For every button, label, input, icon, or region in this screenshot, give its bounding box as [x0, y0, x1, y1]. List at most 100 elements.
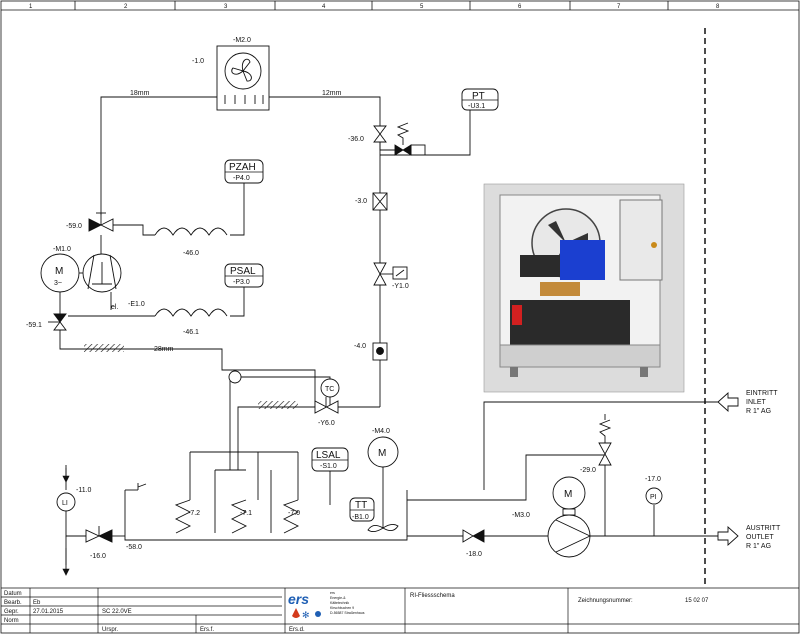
bypass-label: -29.0 — [580, 467, 596, 474]
column-number: 2 — [124, 4, 128, 10]
fan-label: -M2.0 — [233, 37, 251, 44]
pi-label: -17.0 — [645, 476, 661, 483]
gepr-label: Gepr. — [4, 609, 19, 615]
pzah-tag: PZAH — [229, 162, 256, 173]
tc-controller: TC — [320, 378, 340, 398]
sight-glass-label: -4.0 — [354, 343, 366, 350]
level-label: -11.0 — [76, 487, 92, 494]
expansion-valve — [314, 397, 339, 414]
drawing-title: RI-Fliessschema — [410, 593, 455, 599]
insulation-hatch — [84, 344, 124, 352]
solenoid-label: -Y1.0 — [392, 283, 409, 290]
bypass-valve — [598, 414, 612, 466]
company-line: Energie-& — [330, 596, 346, 600]
li-tag: LI — [62, 500, 68, 507]
psal-switch: PSAL -P3.0 — [224, 263, 264, 288]
ers-f-label: Ers.f. — [200, 627, 214, 633]
drawing-number-label: Zeichnungsnummer: — [578, 598, 633, 604]
psal-ref: -P3.0 — [233, 279, 250, 286]
gepr-value: 27.01.2015 — [33, 609, 64, 615]
column-numbers: 1 2 3 4 5 6 7 8 — [29, 4, 720, 10]
tank-label: -58.0 — [126, 544, 142, 551]
lsal-switch: LSAL -S1.0 — [311, 447, 349, 472]
filter-drier — [372, 192, 388, 211]
column-number: 7 — [617, 4, 621, 10]
hose-46-0 — [154, 227, 228, 236]
drawing-number-value: 15 02 07 — [685, 598, 709, 604]
valve-59-1 — [48, 313, 67, 331]
evaporator-72-label: -7.2 — [188, 510, 200, 517]
valve-59-0-label: -59.0 — [66, 223, 82, 230]
title-block — [1, 587, 799, 633]
tt-sensor: TT -B1.0 — [349, 497, 375, 522]
fan-sub-label: -1.0 — [192, 58, 204, 65]
water-tank — [124, 483, 408, 541]
compressor-motor — [40, 253, 122, 293]
valve-36-label: -36.0 — [348, 136, 364, 143]
tt-ref: -B1.0 — [352, 514, 369, 521]
lsal-tag: LSAL — [316, 450, 341, 461]
valve-18 — [462, 529, 485, 543]
hose-46-1-label: -46.1 — [183, 329, 199, 336]
unit-photo — [483, 183, 685, 393]
lsal-ref: -S1.0 — [320, 463, 337, 470]
column-number: 3 — [224, 4, 228, 10]
company-line: ers — [330, 591, 335, 595]
pump-label: -M3.0 — [512, 512, 530, 519]
solenoid-valve — [373, 262, 408, 286]
inlet-size: R 1" AG — [746, 408, 771, 415]
motor-phase: 3~ — [54, 280, 62, 287]
company-address: ers Energie-& Kältetechnik Kirschbuchen … — [330, 591, 365, 615]
outlet-size: R 1" AG — [746, 543, 771, 550]
bearb-label: Bearb. — [4, 600, 22, 606]
pi-tag: PI — [650, 494, 657, 501]
column-number: 6 — [518, 4, 522, 10]
valve-36 — [373, 122, 426, 156]
condenser-fan — [216, 45, 270, 111]
norm-label: Norm — [4, 618, 19, 624]
company-line: D-56587 Straßenhaus — [330, 611, 365, 615]
drain-valve — [85, 526, 113, 543]
level-indicator: LI — [56, 492, 76, 512]
ers-d-label: Ers.d. — [289, 627, 305, 633]
inlet-label-en: INLET — [746, 399, 767, 406]
column-number: 5 — [420, 4, 424, 10]
model-name: SC 22.0VE — [102, 609, 132, 615]
logo-text: ers — [288, 591, 309, 607]
compressor-label: -M1.0 — [53, 246, 71, 253]
inlet-connector — [717, 391, 739, 413]
hose-46-0-label: -46.0 — [183, 250, 199, 257]
piping — [59, 96, 718, 565]
drain-valve-label: -16.0 — [90, 553, 106, 560]
company-logo: ers ✻ — [288, 591, 321, 620]
column-number: 1 — [29, 4, 33, 10]
column-number: 8 — [716, 4, 720, 10]
pipe-size-28: 28mm — [154, 346, 174, 353]
agitator-label: -M4.0 — [372, 428, 390, 435]
tc-tag: TC — [325, 386, 334, 393]
snowflake-icon: ✻ — [302, 610, 310, 620]
valve-59-0 — [88, 212, 114, 232]
evaporator-coils — [174, 470, 300, 534]
evaporator-71-label: -7.1 — [240, 510, 252, 517]
outlet-label-de: AUSTRITT — [746, 525, 781, 532]
pipe-size-12: 12mm — [322, 90, 342, 97]
pump-motor-letter: M — [564, 489, 572, 500]
sight-glass — [372, 342, 388, 361]
pzah-switch: PZAH -P4.0 — [224, 159, 264, 184]
column-number: 4 — [322, 4, 326, 10]
pt-ref: -U3.1 — [468, 103, 485, 110]
outlet-connector — [717, 525, 739, 547]
company-line: Kirschbuchen 9 — [330, 606, 354, 610]
pt-transmitter: PT -U3.1 — [461, 88, 499, 111]
pipe-size-18: 18mm — [130, 90, 150, 97]
datum-label: Datum — [4, 591, 22, 597]
expansion-valve-label: -Y6.0 — [318, 420, 335, 427]
inlet-label-de: EINTRITT — [746, 390, 778, 397]
insulation-hatch — [258, 401, 298, 409]
pressure-indicator: PI — [645, 487, 663, 505]
pzah-ref: -P4.0 — [233, 175, 250, 182]
company-line: Kältetechnik — [330, 601, 349, 605]
agitator-motor — [367, 436, 399, 533]
